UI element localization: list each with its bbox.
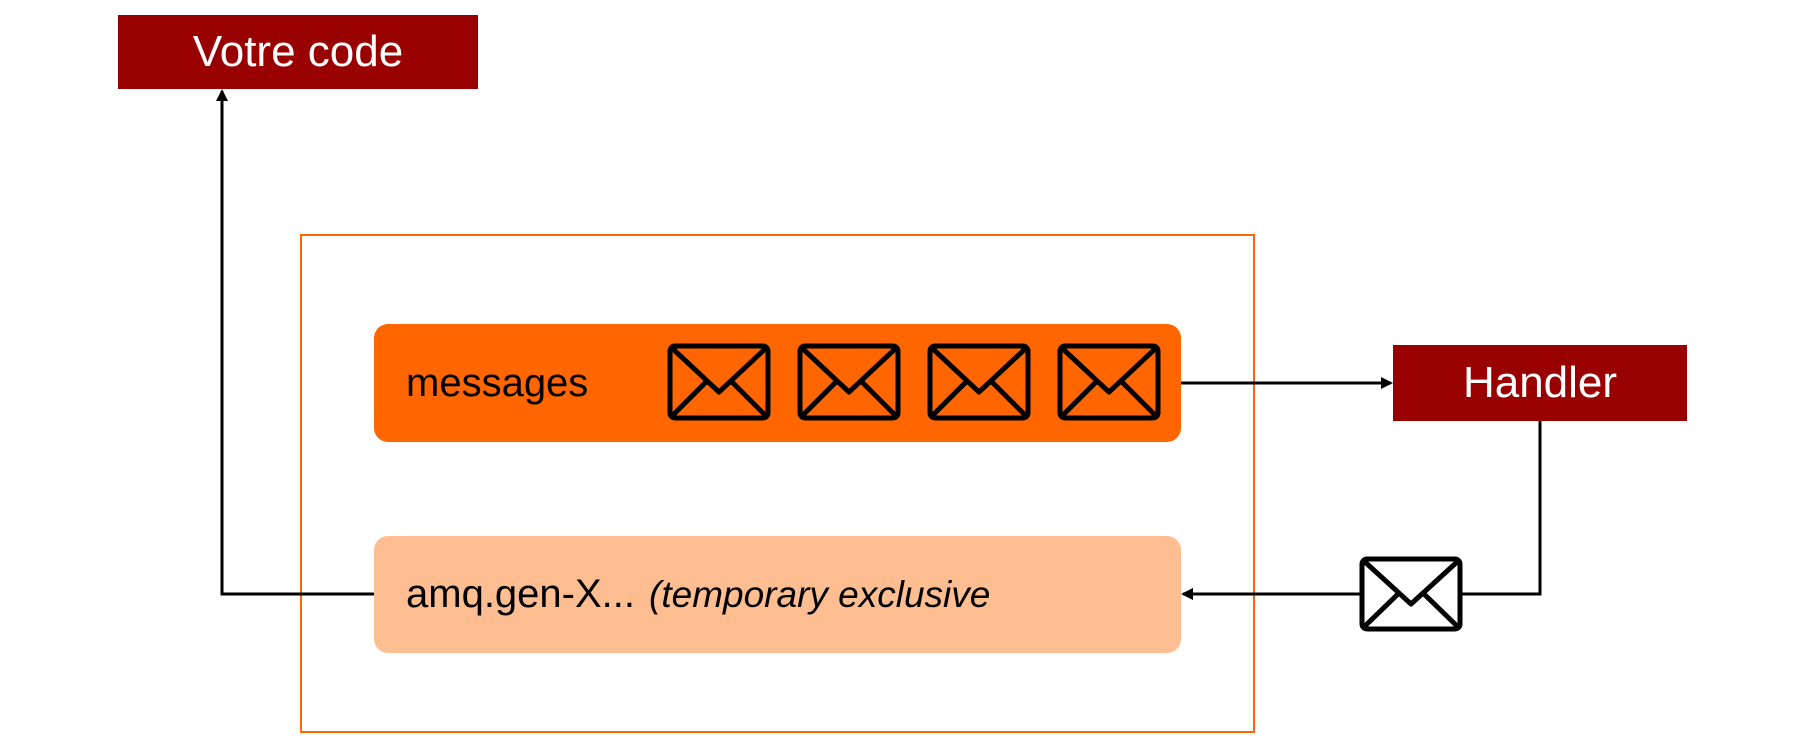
envelope-icon [927, 343, 1031, 421]
queue-temporary-name: amq.gen-X... [406, 572, 636, 616]
edge-handler-to-temp-queue [1181, 421, 1542, 600]
handler-node[interactable]: Handler [1393, 345, 1687, 421]
code-node[interactable]: Votre code [118, 15, 478, 89]
envelope-icon [797, 343, 901, 421]
edge-temp-queue-to-code [216, 89, 374, 596]
reply-envelope-icon [1359, 556, 1463, 632]
envelope-icon [1057, 343, 1161, 421]
envelope-icon [667, 343, 771, 421]
queue-temporary-note: (temporary exclusive [649, 573, 991, 615]
queue-messages[interactable]: messages [374, 324, 1181, 442]
broker-frame [300, 234, 1255, 733]
queue-temporary[interactable]: amq.gen-X... (temporary exclusive [374, 536, 1181, 653]
queue-messages-label: messages [406, 360, 589, 405]
code-node-label: Votre code [192, 27, 404, 76]
handler-node-label: Handler [1462, 358, 1618, 407]
